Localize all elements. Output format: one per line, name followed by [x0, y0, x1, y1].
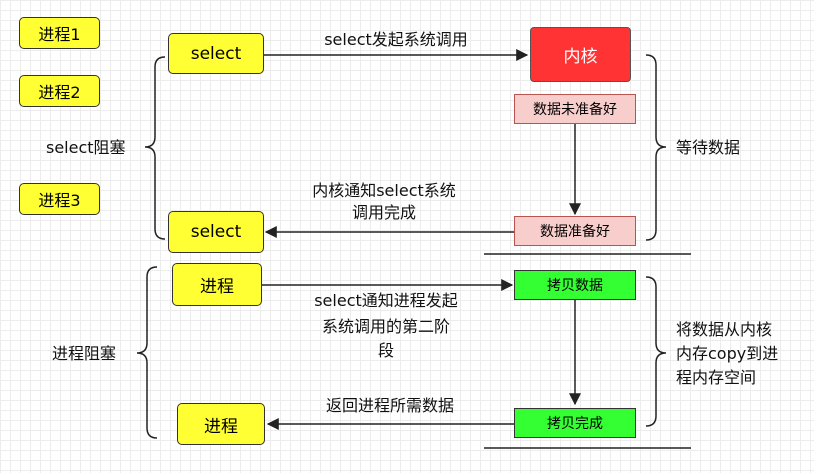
select-block-brace	[144, 56, 166, 240]
select-top-box: select	[168, 33, 264, 74]
select-block-label: select阻塞	[46, 138, 126, 157]
notify-label-line1: 内核通知select系统	[312, 181, 456, 200]
copy-label-line1: 将数据从内核	[676, 320, 773, 339]
syscall-label: select发起系统调用	[324, 30, 468, 49]
process-3-box: 进程3	[19, 183, 100, 215]
data-not-ready-box: 数据未准备好	[514, 94, 636, 124]
process-block-label: 进程阻塞	[52, 344, 117, 363]
select-bottom-box: select	[168, 211, 264, 253]
copy-brace	[645, 276, 667, 427]
return-data-label: 返回进程所需数据	[325, 396, 454, 415]
process-bottom-box: 进程	[177, 403, 265, 445]
kernel-box: 内核	[530, 27, 631, 82]
data-ready-box: 数据准备好	[514, 216, 636, 246]
copy-done-box: 拷贝完成	[514, 408, 636, 438]
process-1-box: 进程1	[19, 17, 100, 49]
process-2-box: 进程2	[19, 75, 100, 107]
notify-label-line2: 调用完成	[351, 203, 416, 222]
process-block-brace	[136, 266, 158, 439]
wait-data-brace	[645, 54, 667, 241]
copy-label-line2: 内存copy到进	[676, 344, 779, 363]
process-top-box: 进程	[172, 263, 262, 306]
copy-label-line3: 程内存空间	[676, 368, 757, 387]
copy-data-box: 拷贝数据	[514, 270, 636, 300]
copy-notify-label-line3: 段	[377, 341, 394, 360]
wait-data-label: 等待数据	[676, 138, 741, 157]
copy-notify-label-line2: 系统调用的第二阶	[321, 317, 450, 336]
copy-notify-label-line1: select通知进程发起	[314, 291, 458, 310]
